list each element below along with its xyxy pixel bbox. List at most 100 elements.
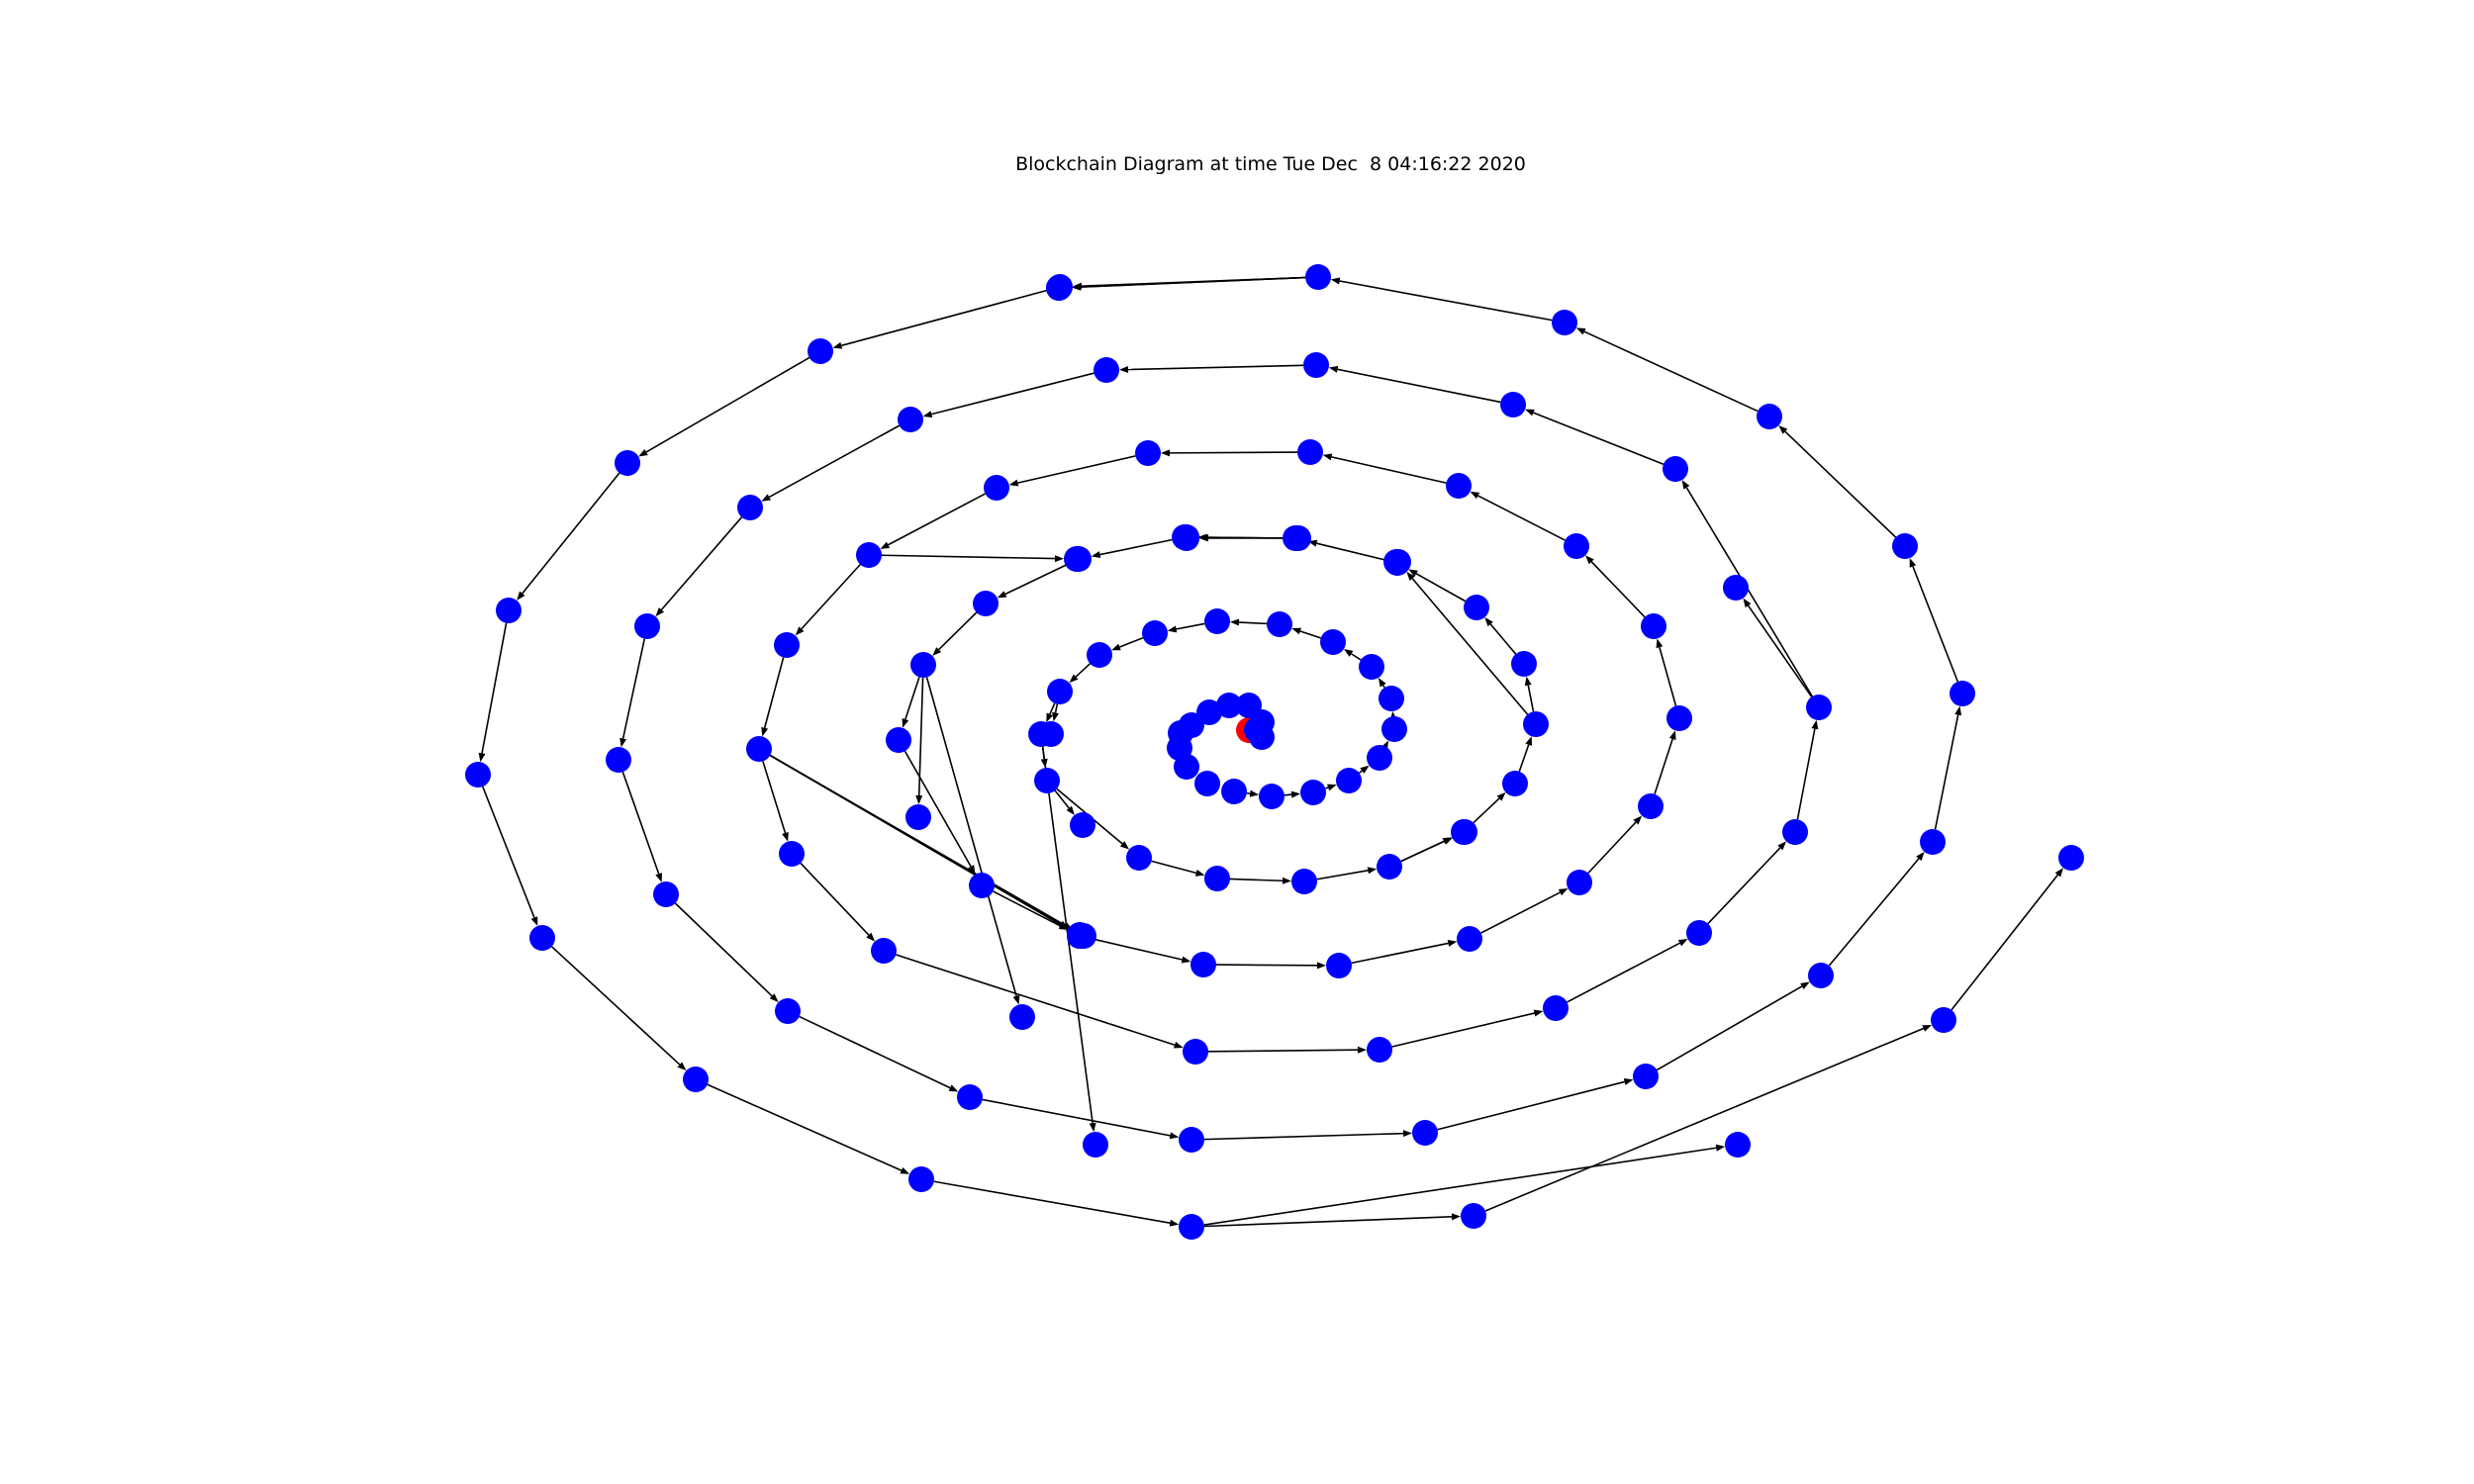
- edge-line: [1477, 495, 1566, 541]
- block-node: [984, 475, 1009, 501]
- block-node: [1204, 608, 1230, 634]
- block-node: [969, 873, 995, 898]
- edge-line: [1337, 368, 1501, 404]
- block-node: [1174, 525, 1199, 551]
- edge-line: [645, 356, 810, 453]
- block-node: [905, 804, 931, 830]
- edge-line: [1169, 451, 1298, 454]
- edge-line: [1049, 702, 1056, 715]
- edge-arrowhead: [1160, 449, 1171, 457]
- edge-arrowhead: [761, 726, 769, 737]
- edge-arrowhead: [915, 794, 923, 805]
- edge-line: [888, 493, 986, 546]
- edge-line: [768, 424, 900, 499]
- edge-arrowhead: [1046, 712, 1054, 723]
- edge-arrowhead: [1633, 815, 1643, 825]
- block-node: [1047, 679, 1073, 704]
- edge-line: [1127, 364, 1304, 371]
- block-node: [1638, 793, 1664, 819]
- edge-line: [762, 761, 787, 834]
- edge-arrowhead: [1367, 867, 1378, 875]
- block-node: [1666, 705, 1692, 731]
- edge-arrowhead: [478, 752, 486, 763]
- block-node: [1446, 473, 1472, 499]
- block-node: [1204, 866, 1230, 891]
- block-node: [1236, 693, 1262, 718]
- edge-arrowhead: [1357, 1046, 1368, 1054]
- block-node: [1083, 1132, 1108, 1158]
- block-node: [973, 591, 999, 616]
- block-node: [1174, 754, 1199, 780]
- edge-line: [1415, 573, 1467, 603]
- block-node: [957, 1084, 983, 1110]
- edge-arrowhead: [677, 1062, 687, 1071]
- edge-arrowhead: [922, 411, 933, 418]
- edge-line: [1472, 797, 1500, 824]
- edge-line: [1480, 891, 1561, 934]
- edge-line: [1229, 878, 1284, 882]
- block-node: [1367, 1037, 1392, 1063]
- edge-arrowhead: [1343, 649, 1354, 657]
- edge-line: [1489, 623, 1517, 655]
- edge-line: [1351, 653, 1362, 661]
- edge-line: [1099, 538, 1173, 556]
- edge-line: [1583, 330, 1759, 413]
- block-node: [886, 727, 911, 753]
- edge-line: [1707, 847, 1781, 925]
- edge-line: [1207, 1049, 1359, 1053]
- edge-arrowhead: [1071, 283, 1082, 291]
- edge-arrowhead: [932, 647, 942, 656]
- edge-arrowhead: [1169, 1132, 1180, 1140]
- edge-line: [917, 677, 924, 796]
- block-node: [529, 925, 555, 951]
- block-node: [1194, 771, 1220, 796]
- edge-arrowhead: [1525, 736, 1533, 746]
- block-node: [653, 881, 679, 907]
- block-node: [1412, 1120, 1438, 1146]
- edge-line: [551, 946, 681, 1066]
- block-node: [1502, 771, 1528, 796]
- block-node: [1725, 1132, 1751, 1158]
- edge-line: [1203, 1132, 1404, 1141]
- edge-arrowhead: [1681, 480, 1690, 490]
- block-node: [1377, 854, 1402, 880]
- edge-arrowhead: [1291, 627, 1301, 635]
- block-node: [779, 841, 805, 867]
- edge-line: [841, 289, 1048, 347]
- edge-line: [993, 890, 1061, 927]
- block-node: [856, 542, 882, 568]
- edge-line: [904, 677, 920, 720]
- edge-line: [1054, 703, 1059, 713]
- edge-arrowhead: [1623, 1078, 1634, 1085]
- block-node: [1320, 629, 1346, 655]
- block-node: [606, 747, 631, 773]
- edge-arrowhead: [1327, 784, 1337, 791]
- block-node: [774, 632, 800, 658]
- block-node: [683, 1067, 709, 1092]
- edge-arrowhead: [1668, 730, 1676, 741]
- block-node: [1305, 264, 1331, 290]
- edge-arrowhead: [1525, 409, 1535, 417]
- edge-arrowhead: [1322, 453, 1333, 461]
- edge-line: [1951, 874, 2059, 1011]
- edge-line: [1527, 685, 1535, 712]
- block-node: [1087, 642, 1112, 668]
- edge-line: [1747, 604, 1813, 697]
- edge-arrowhead: [530, 916, 538, 926]
- block-node: [1291, 869, 1317, 894]
- block-node: [1663, 456, 1688, 482]
- edge-line: [1567, 942, 1680, 1003]
- edge-arrowhead: [866, 932, 876, 942]
- edge-arrowhead: [1119, 841, 1130, 850]
- block-node: [1806, 695, 1832, 720]
- block-node: [1464, 595, 1489, 620]
- edge-arrowhead: [1229, 618, 1240, 626]
- block-node: [1190, 952, 1216, 977]
- block-node: [1196, 699, 1222, 725]
- block-node: [1564, 533, 1589, 559]
- edge-arrowhead: [1778, 424, 1788, 434]
- edge-arrowhead: [948, 1084, 959, 1092]
- block-node: [1381, 716, 1407, 742]
- edge-line: [1358, 770, 1363, 774]
